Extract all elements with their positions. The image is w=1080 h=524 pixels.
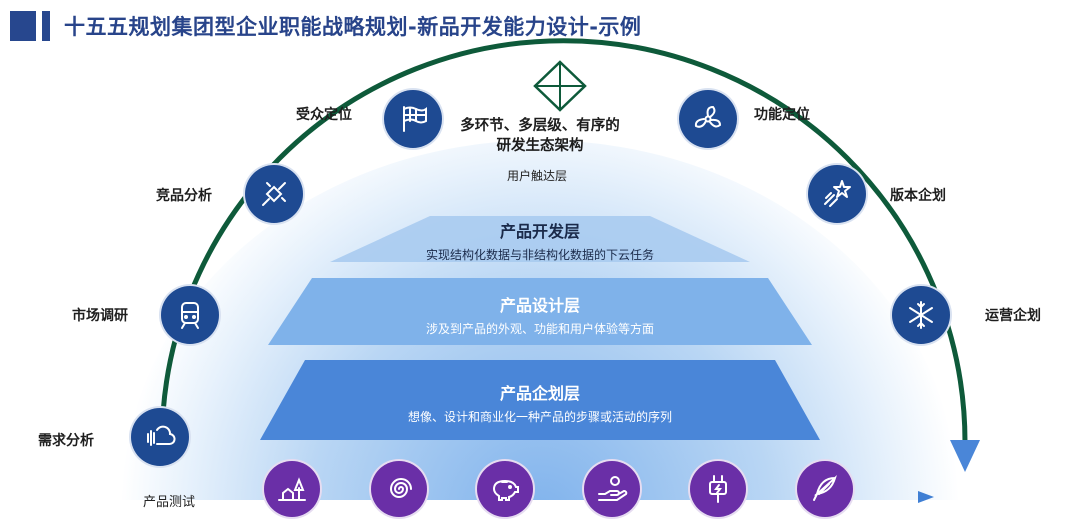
layer-top-shape	[330, 216, 750, 262]
spiral-icon	[371, 461, 427, 517]
piggy-bank-icon	[477, 461, 533, 517]
layer-planning: 产品企划层 想像、设计和商业化一种产品的步骤或活动的序列	[260, 380, 820, 425]
sound-wave-cloud-icon	[131, 408, 189, 466]
arc-label-audience: 受众定位	[296, 107, 352, 123]
arc-label-market: 市场调研	[72, 308, 128, 324]
hand-coin-icon	[584, 461, 640, 517]
arc-label-version: 版本企划	[890, 188, 946, 204]
progress-arc	[159, 38, 968, 443]
bottom-label-testing: 产品测试	[143, 495, 196, 510]
arc-label-operation: 运营企划	[985, 308, 1041, 324]
train-icon	[161, 286, 219, 344]
bottom-track-arrow	[918, 491, 934, 503]
hanger-tree-icon	[264, 461, 320, 517]
layer-name: 产品设计层	[499, 296, 580, 315]
shooting-star-icon	[808, 165, 866, 223]
reach-layer-label: 用户触达层	[507, 169, 568, 183]
flag-icon	[384, 90, 442, 148]
arc-label-requirement: 需求分析	[38, 433, 94, 449]
layer-desc: 涉及到产品的外观、功能和用户体验等方面	[425, 322, 654, 336]
title-decoration	[10, 11, 36, 41]
power-plug-icon	[690, 461, 746, 517]
snowflake-icon	[892, 286, 950, 344]
page-title: 十五五规划集团型企业职能战略规划-新品开发能力设计-示例	[64, 15, 642, 39]
arc-label-competitor: 竞品分析	[156, 188, 212, 204]
layer-name: 产品企划层	[499, 384, 580, 403]
center-title-line2: 研发生态架构	[496, 138, 584, 154]
plug-icon	[245, 165, 303, 223]
layer-bottom-shape	[260, 360, 820, 440]
title-bar: 十五五规划集团型企业职能战略规划-新品开发能力设计-示例	[10, 8, 641, 44]
center-title-line1: 多环节、多层级、有序的	[460, 118, 620, 134]
title-decoration-bar	[42, 11, 50, 41]
layer-design: 产品设计层 涉及到产品的外观、功能和用户体验等方面	[268, 292, 812, 337]
fan-icon	[679, 90, 737, 148]
layer-desc: 实现结构化数据与非结构化数据的下云任务	[425, 248, 654, 262]
arc-arrowhead	[950, 440, 980, 472]
diamond-icon	[533, 60, 587, 112]
arc-label-function: 功能定位	[754, 107, 810, 123]
center-title: 多环节、多层级、有序的 研发生态架构	[440, 116, 640, 156]
layer-name: 产品开发层	[499, 222, 580, 241]
layer-desc: 想像、设计和商业化一种产品的步骤或活动的序列	[407, 410, 672, 424]
layer-middle-shape	[268, 278, 812, 345]
layer-development: 产品开发层 实现结构化数据与非结构化数据的下云任务	[330, 218, 750, 263]
feather-icon	[797, 461, 853, 517]
